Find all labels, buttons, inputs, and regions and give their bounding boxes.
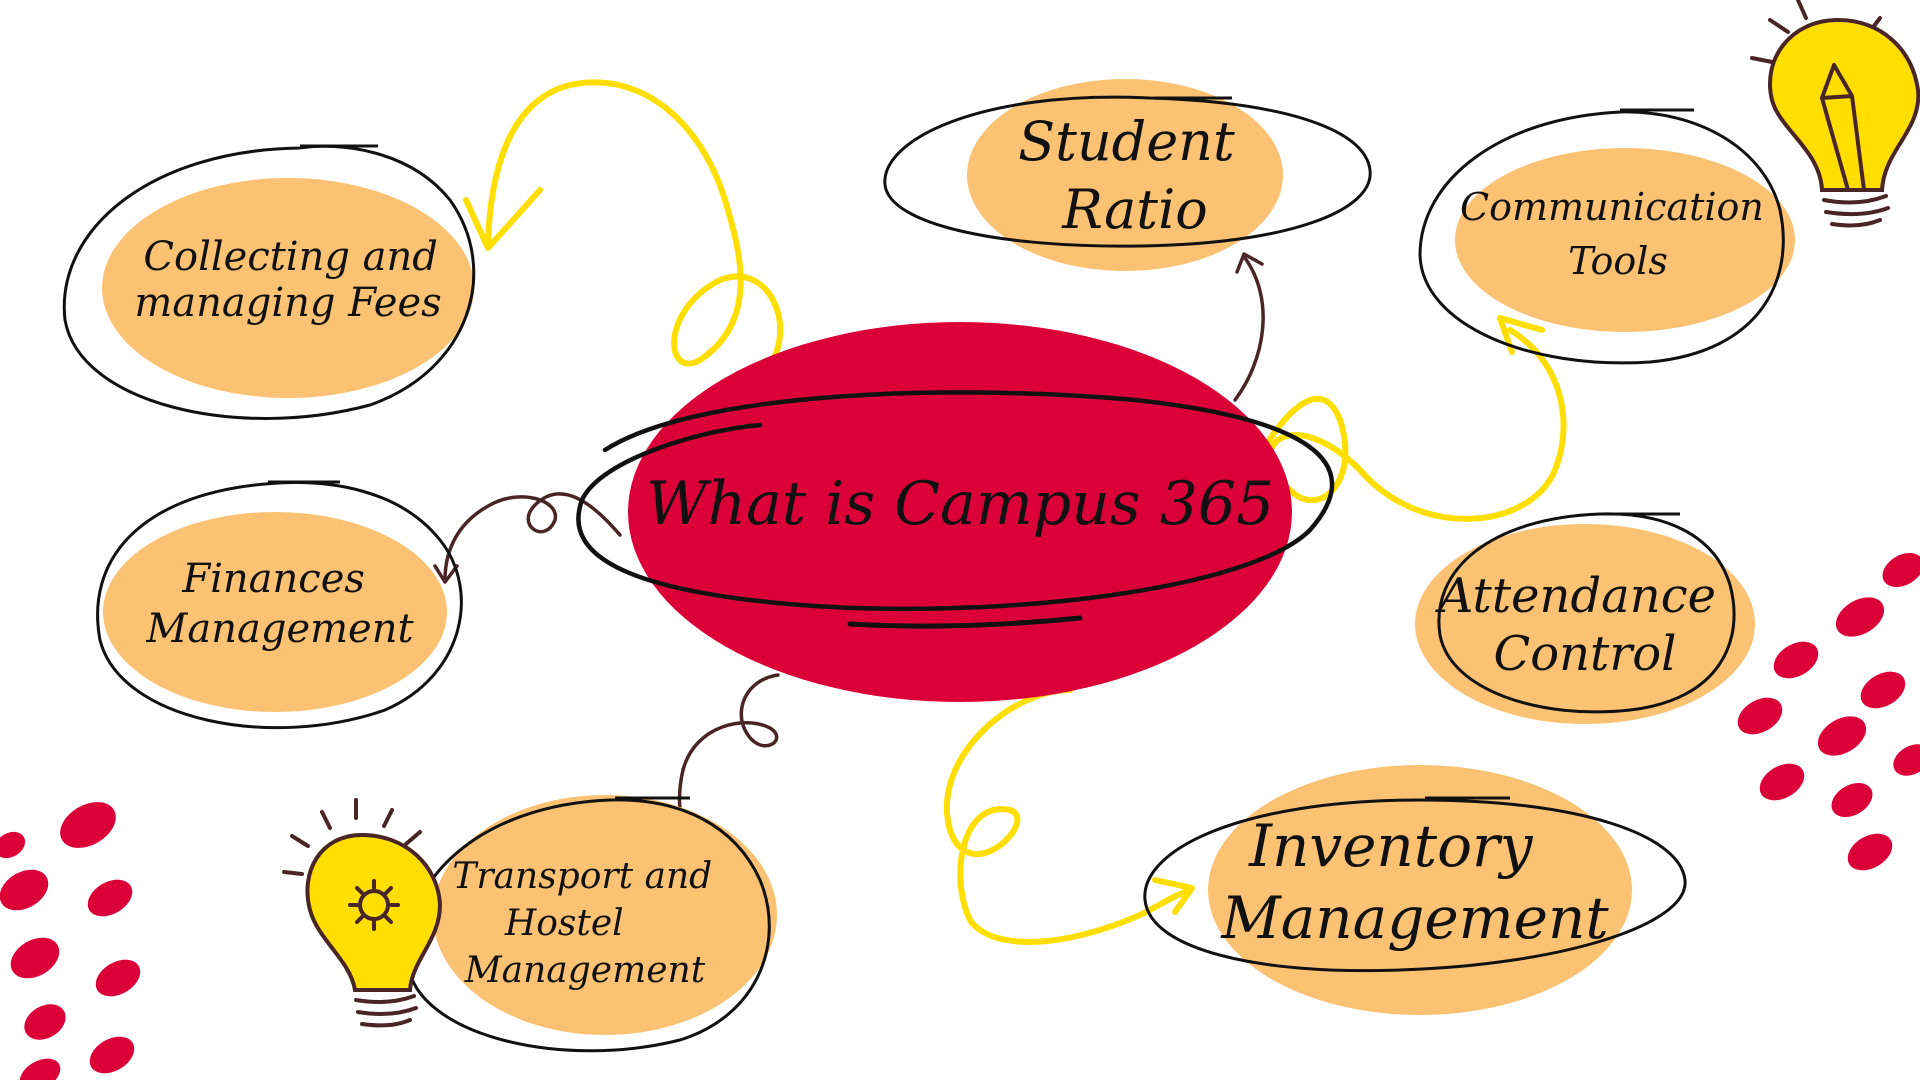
node-transport-outline	[405, 798, 771, 1053]
center-underline	[847, 615, 1083, 629]
node-communication: Communication Tools	[1418, 108, 1795, 365]
arrow-to-communication	[1259, 327, 1567, 522]
node-student-ratio-label: Student Ratio	[1018, 110, 1252, 241]
node-finances: Finances Management	[96, 480, 463, 730]
node-fees-label: Collecting and managing Fees	[134, 234, 450, 326]
node-transport-label: Transport and Hostel Management	[452, 856, 723, 991]
node-transport: Transport and Hostel Management	[405, 795, 777, 1053]
node-finances-label: Finances Management	[145, 556, 414, 652]
node-fees-outline	[62, 144, 476, 420]
decorative-dots-left	[0, 802, 141, 1080]
arrow-to-finances	[443, 492, 622, 582]
node-attendance-label: Attendance Control	[1435, 568, 1732, 682]
node-communication-blob	[1455, 148, 1795, 332]
node-finances-outline	[96, 481, 463, 730]
lightbulb-pencil-icon	[1750, 0, 1920, 228]
decorative-dots-right	[1737, 552, 1920, 871]
node-inventory: Inventory Management	[1143, 765, 1687, 1015]
node-student-ratio: Student Ratio	[883, 79, 1372, 271]
node-attendance-blob	[1415, 524, 1755, 724]
node-fees: Collecting and managing Fees	[62, 144, 476, 420]
node-transport-blob	[433, 795, 777, 1035]
arrow-to-transport	[677, 673, 780, 832]
node-inventory-blob	[1208, 765, 1632, 1015]
center-node: What is Campus 365	[576, 322, 1335, 702]
arrow-to-inventory	[943, 687, 1193, 945]
arrow-to-student-ratio	[1233, 256, 1265, 402]
center-blob	[628, 322, 1292, 702]
arrowhead-finances	[433, 564, 459, 584]
center-title: What is Campus 365	[646, 469, 1274, 539]
node-inventory-outline	[1143, 798, 1687, 973]
arrow-to-fees	[485, 79, 784, 375]
node-fees-blob	[102, 178, 474, 398]
lightbulb-gear-icon	[282, 798, 443, 1028]
node-finances-blob	[103, 512, 447, 712]
node-student-ratio-blob	[967, 79, 1283, 271]
node-communication-label: Communication Tools	[1460, 185, 1776, 283]
center-outline	[576, 390, 1335, 612]
node-student-ratio-outline	[883, 95, 1372, 248]
node-communication-outline	[1418, 110, 1785, 365]
node-attendance: Attendance Control	[1415, 512, 1755, 724]
arrowhead-communication	[1497, 315, 1545, 355]
arrowhead-fees	[463, 187, 543, 251]
node-attendance-outline	[1437, 512, 1736, 714]
yellow-connectors	[463, 79, 1567, 945]
arrowhead-inventory	[1152, 877, 1195, 915]
arrowhead-student-ratio	[1235, 252, 1264, 274]
node-inventory-label: Inventory Management	[1220, 812, 1609, 952]
